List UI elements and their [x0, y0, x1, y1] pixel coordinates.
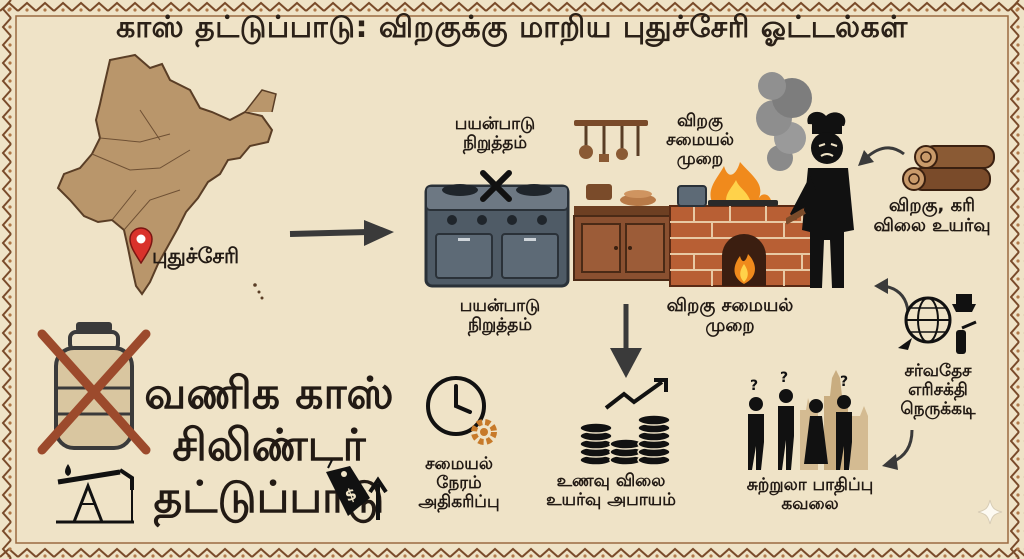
- arrow-down-icon: [610, 304, 642, 378]
- page-title: காஸ் தட்டுப்பாடு: விறகுக்கு மாறிய புதுச்…: [116, 10, 908, 45]
- chef-icon: [786, 111, 854, 288]
- svg-text:?: ?: [840, 374, 848, 390]
- firewood-top-label: விறகு சமையல் முறை: [666, 111, 734, 170]
- cross-icon: [480, 170, 512, 202]
- firewood-logs-icon: [902, 145, 995, 191]
- firewood-price-label: விறகு, கரி விலை உயர்வு: [873, 195, 991, 237]
- brick-firewood-stove-icon: [669, 162, 819, 287]
- map-label-puducherry: புதுச்சேரி: [152, 244, 240, 268]
- smoke-icon: [756, 72, 812, 171]
- coins-rising-icon: [579, 378, 671, 466]
- sparkle-icon: [977, 499, 1003, 525]
- svg-text:?: ?: [750, 378, 758, 394]
- firewood-bottom-label: விறகு சமையல் முறை: [666, 295, 794, 337]
- cooking-time-label: சமையல் நேரம் அதிகரிப்பு: [418, 454, 500, 513]
- price-tag-up-icon: $: [326, 459, 388, 520]
- global-fuel-label: சர்வதேச எரிசக்தி நெருக்கடி: [900, 361, 976, 420]
- food-price-label: உணவு விலை உயர்வு அபாயம்: [546, 471, 676, 511]
- utensils-icon: [574, 120, 648, 162]
- location-pin-icon: [129, 227, 153, 264]
- india-map-icon: [56, 53, 277, 300]
- curved-arrow-icon: [858, 146, 905, 166]
- arrow-right-icon: [289, 220, 394, 246]
- stove-bottom-label: பயன்பாடு நிறுத்தம்: [459, 296, 541, 336]
- curved-arrow-down-icon: [882, 429, 914, 470]
- globe-fuel-icon: [898, 294, 977, 354]
- tourism-label: சுற்றுலா பாதிப்பு கவலை: [746, 475, 874, 515]
- cylinder-shortage-label: வணிக காஸ் சிலிண்டர் தட்டுப்பாடு: [144, 368, 394, 523]
- clock-gear-icon: [426, 376, 497, 445]
- kitchen-counter-icon: [573, 184, 671, 281]
- curved-arrow-up-icon: [874, 278, 910, 313]
- stove-top-label: பயன்பாடு நிறுத்தம்: [454, 114, 536, 154]
- tourists-temple-icon: ? ? ?: [748, 370, 868, 470]
- oil-pump-icon: [56, 464, 134, 524]
- svg-text:?: ?: [780, 370, 788, 386]
- gas-cylinder-icon: [37, 322, 151, 455]
